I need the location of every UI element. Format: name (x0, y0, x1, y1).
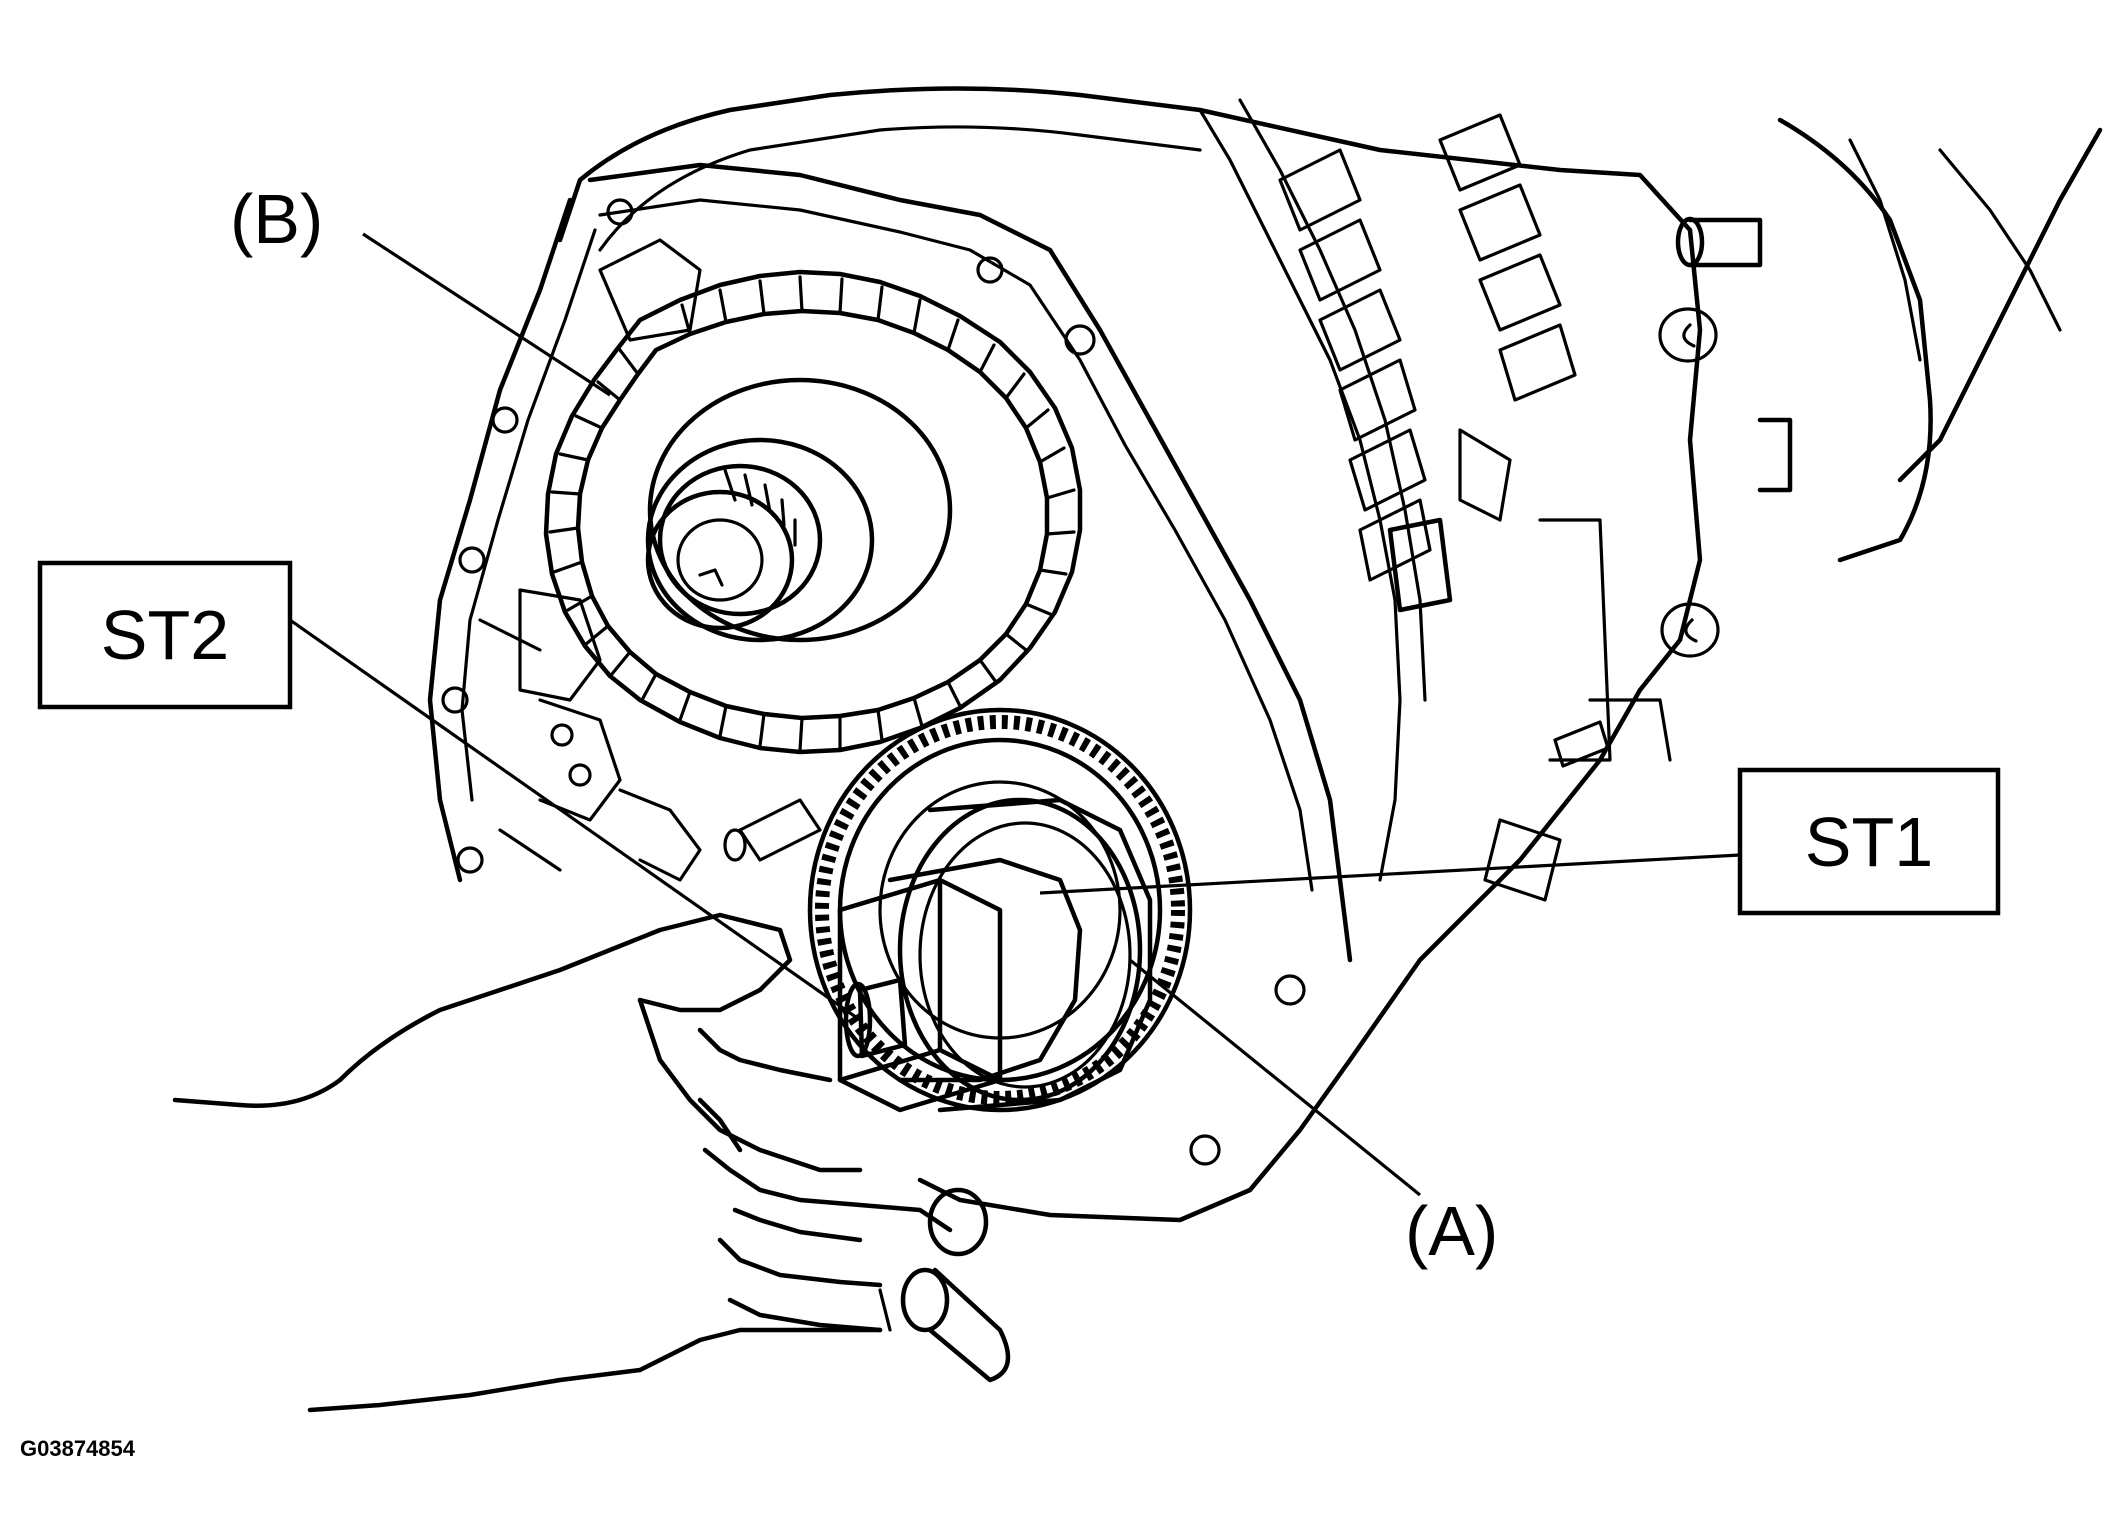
inner-case-detail (478, 238, 822, 882)
leader-b (362, 232, 611, 397)
callout-box-st1: ST1 (1737, 767, 2001, 916)
leader-a (1128, 958, 1422, 1197)
leader-st1 (1039, 853, 1741, 895)
special-tool-st1 (887, 797, 1153, 1113)
case-flange (427, 162, 1353, 1166)
label-st1: ST1 (1805, 803, 1933, 881)
callout-box-st2: ST2 (37, 560, 293, 710)
clutch-ribs (1278, 113, 1577, 582)
gear-b (543, 269, 1083, 755)
transmission-case (557, 86, 2103, 1223)
label-a: (A) (1405, 1192, 1498, 1270)
case-bolts (1387, 216, 1793, 902)
special-tool-st2 (837, 877, 1003, 1113)
leader-st2 (289, 618, 861, 1022)
label-b: (B) (230, 180, 323, 258)
hand (172, 912, 1011, 1413)
leader-lines (289, 232, 1741, 1197)
label-st2: ST2 (101, 596, 229, 674)
figure-code: G03874854 (20, 1436, 136, 1461)
